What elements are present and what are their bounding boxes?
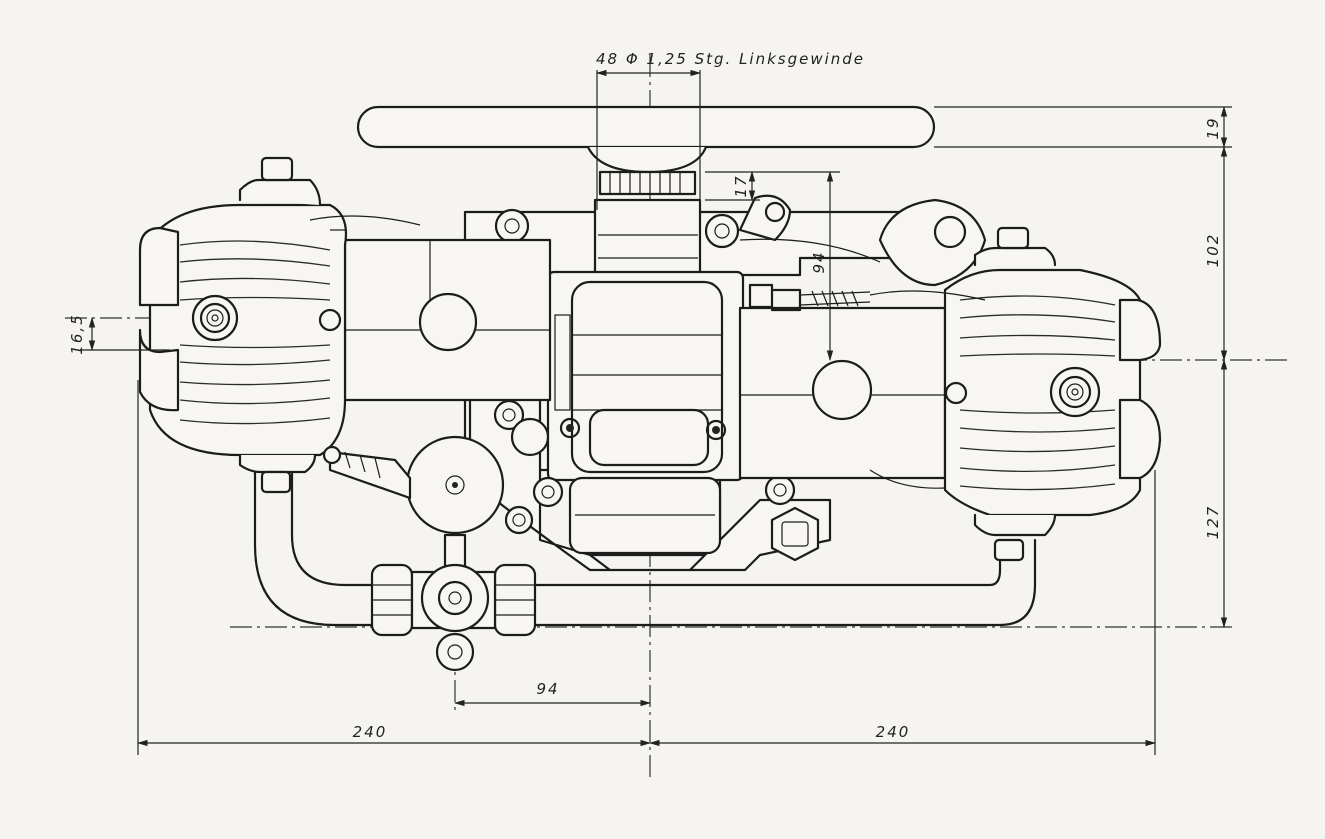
bolts: [493, 208, 820, 562]
mounting-bosses: [738, 194, 987, 287]
dimension-16-5: 16,5: [68, 313, 86, 354]
dimension-240-left: 240: [353, 723, 388, 741]
crankcase: [463, 198, 932, 572]
dimension-lines: [80, 69, 1232, 755]
dimension-94-horizontal: 94: [536, 680, 559, 698]
left-cylinder: [138, 156, 552, 494]
exhaust-pipe: [253, 468, 1037, 627]
dimension-127: 127: [1204, 505, 1222, 540]
thread-spec-label: 48 Φ 1,25 Stg. Linksgewinde: [596, 50, 865, 68]
carburettor: [322, 435, 505, 535]
right-cylinder: [738, 226, 1162, 562]
dimension-17: 17: [732, 174, 750, 197]
handwheel: [356, 105, 936, 196]
dimension-102: 102: [1204, 233, 1222, 268]
ignition-cable: [748, 283, 986, 312]
dimension-240-right: 240: [876, 723, 911, 741]
dimension-94-vertical: 94: [810, 250, 828, 273]
fuel-valve: [370, 533, 537, 672]
dimension-19: 19: [1204, 116, 1222, 139]
